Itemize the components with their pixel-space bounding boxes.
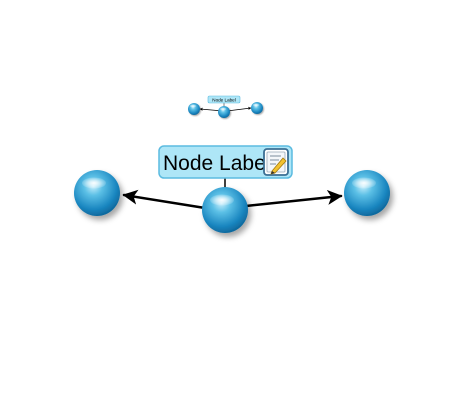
- preview-node-label-text: Node Label: [212, 98, 236, 103]
- edge-to-right-node[interactable]: [244, 189, 343, 208]
- preview-diagram: Node Label: [188, 95, 263, 118]
- preview-node-left[interactable]: [188, 103, 200, 115]
- edge-to-left-node[interactable]: [122, 189, 207, 210]
- edit-document-icon[interactable]: [263, 148, 289, 176]
- preview-node-center[interactable]: [218, 106, 230, 118]
- center-node[interactable]: [202, 187, 248, 233]
- preview-edge-right: [226, 106, 252, 112]
- left-node[interactable]: [74, 170, 120, 216]
- main-diagram: Node Label: [74, 145, 390, 233]
- preview-node-right[interactable]: [251, 102, 263, 114]
- preview-node-label[interactable]: Node Label: [207, 95, 241, 104]
- right-node[interactable]: [344, 170, 390, 216]
- node-label[interactable]: Node Label: [158, 145, 293, 179]
- node-label-text: Node Label: [163, 152, 270, 175]
